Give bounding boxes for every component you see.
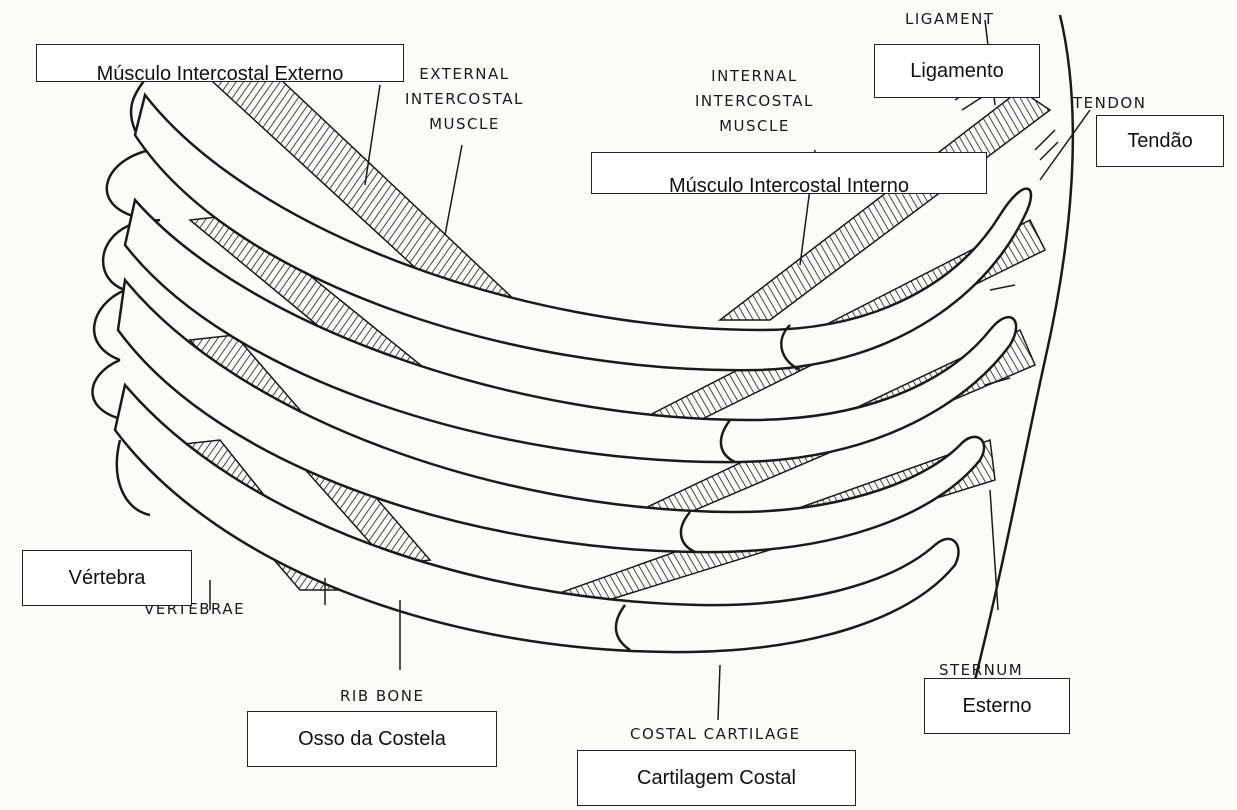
box-external-intercostal-pt-text: Músculo Intercostal Externo (97, 63, 344, 82)
box-ligament-pt: Ligamento (874, 44, 1040, 98)
label-rib-bone: RIB BONE (340, 684, 424, 709)
box-costal-cartilage-pt: Cartilagem Costal (577, 750, 856, 806)
box-rib-bone-pt: Osso da Costela (247, 711, 497, 767)
box-vertebra-pt: Vértebra (22, 550, 192, 606)
label-ligament: LIGAMENT (905, 7, 994, 32)
label-tendon: TENDON (1073, 91, 1146, 116)
box-ligament-pt-text: Ligamento (910, 60, 1003, 83)
box-sternum-pt-text: Esterno (963, 695, 1032, 718)
box-tendon-pt: Tendão (1096, 115, 1224, 167)
box-costal-cartilage-pt-text: Cartilagem Costal (637, 767, 796, 790)
box-external-intercostal-pt: Músculo Intercostal Externo (36, 44, 404, 82)
box-vertebra-pt-text: Vértebra (69, 567, 146, 590)
box-internal-intercostal-pt-text: Músculo Intercostal Interno (669, 175, 909, 194)
label-external-intercostal: EXTERNAL INTERCOSTAL MUSCLE (405, 62, 524, 137)
box-internal-intercostal-pt: Músculo Intercostal Interno (591, 152, 987, 194)
label-costal-cartilage: COSTAL CARTILAGE (630, 722, 801, 747)
box-rib-bone-pt-text: Osso da Costela (298, 728, 446, 751)
box-tendon-pt-text: Tendão (1127, 130, 1193, 153)
box-sternum-pt: Esterno (924, 678, 1070, 734)
label-internal-intercostal: INTERNAL INTERCOSTAL MUSCLE (695, 64, 814, 139)
